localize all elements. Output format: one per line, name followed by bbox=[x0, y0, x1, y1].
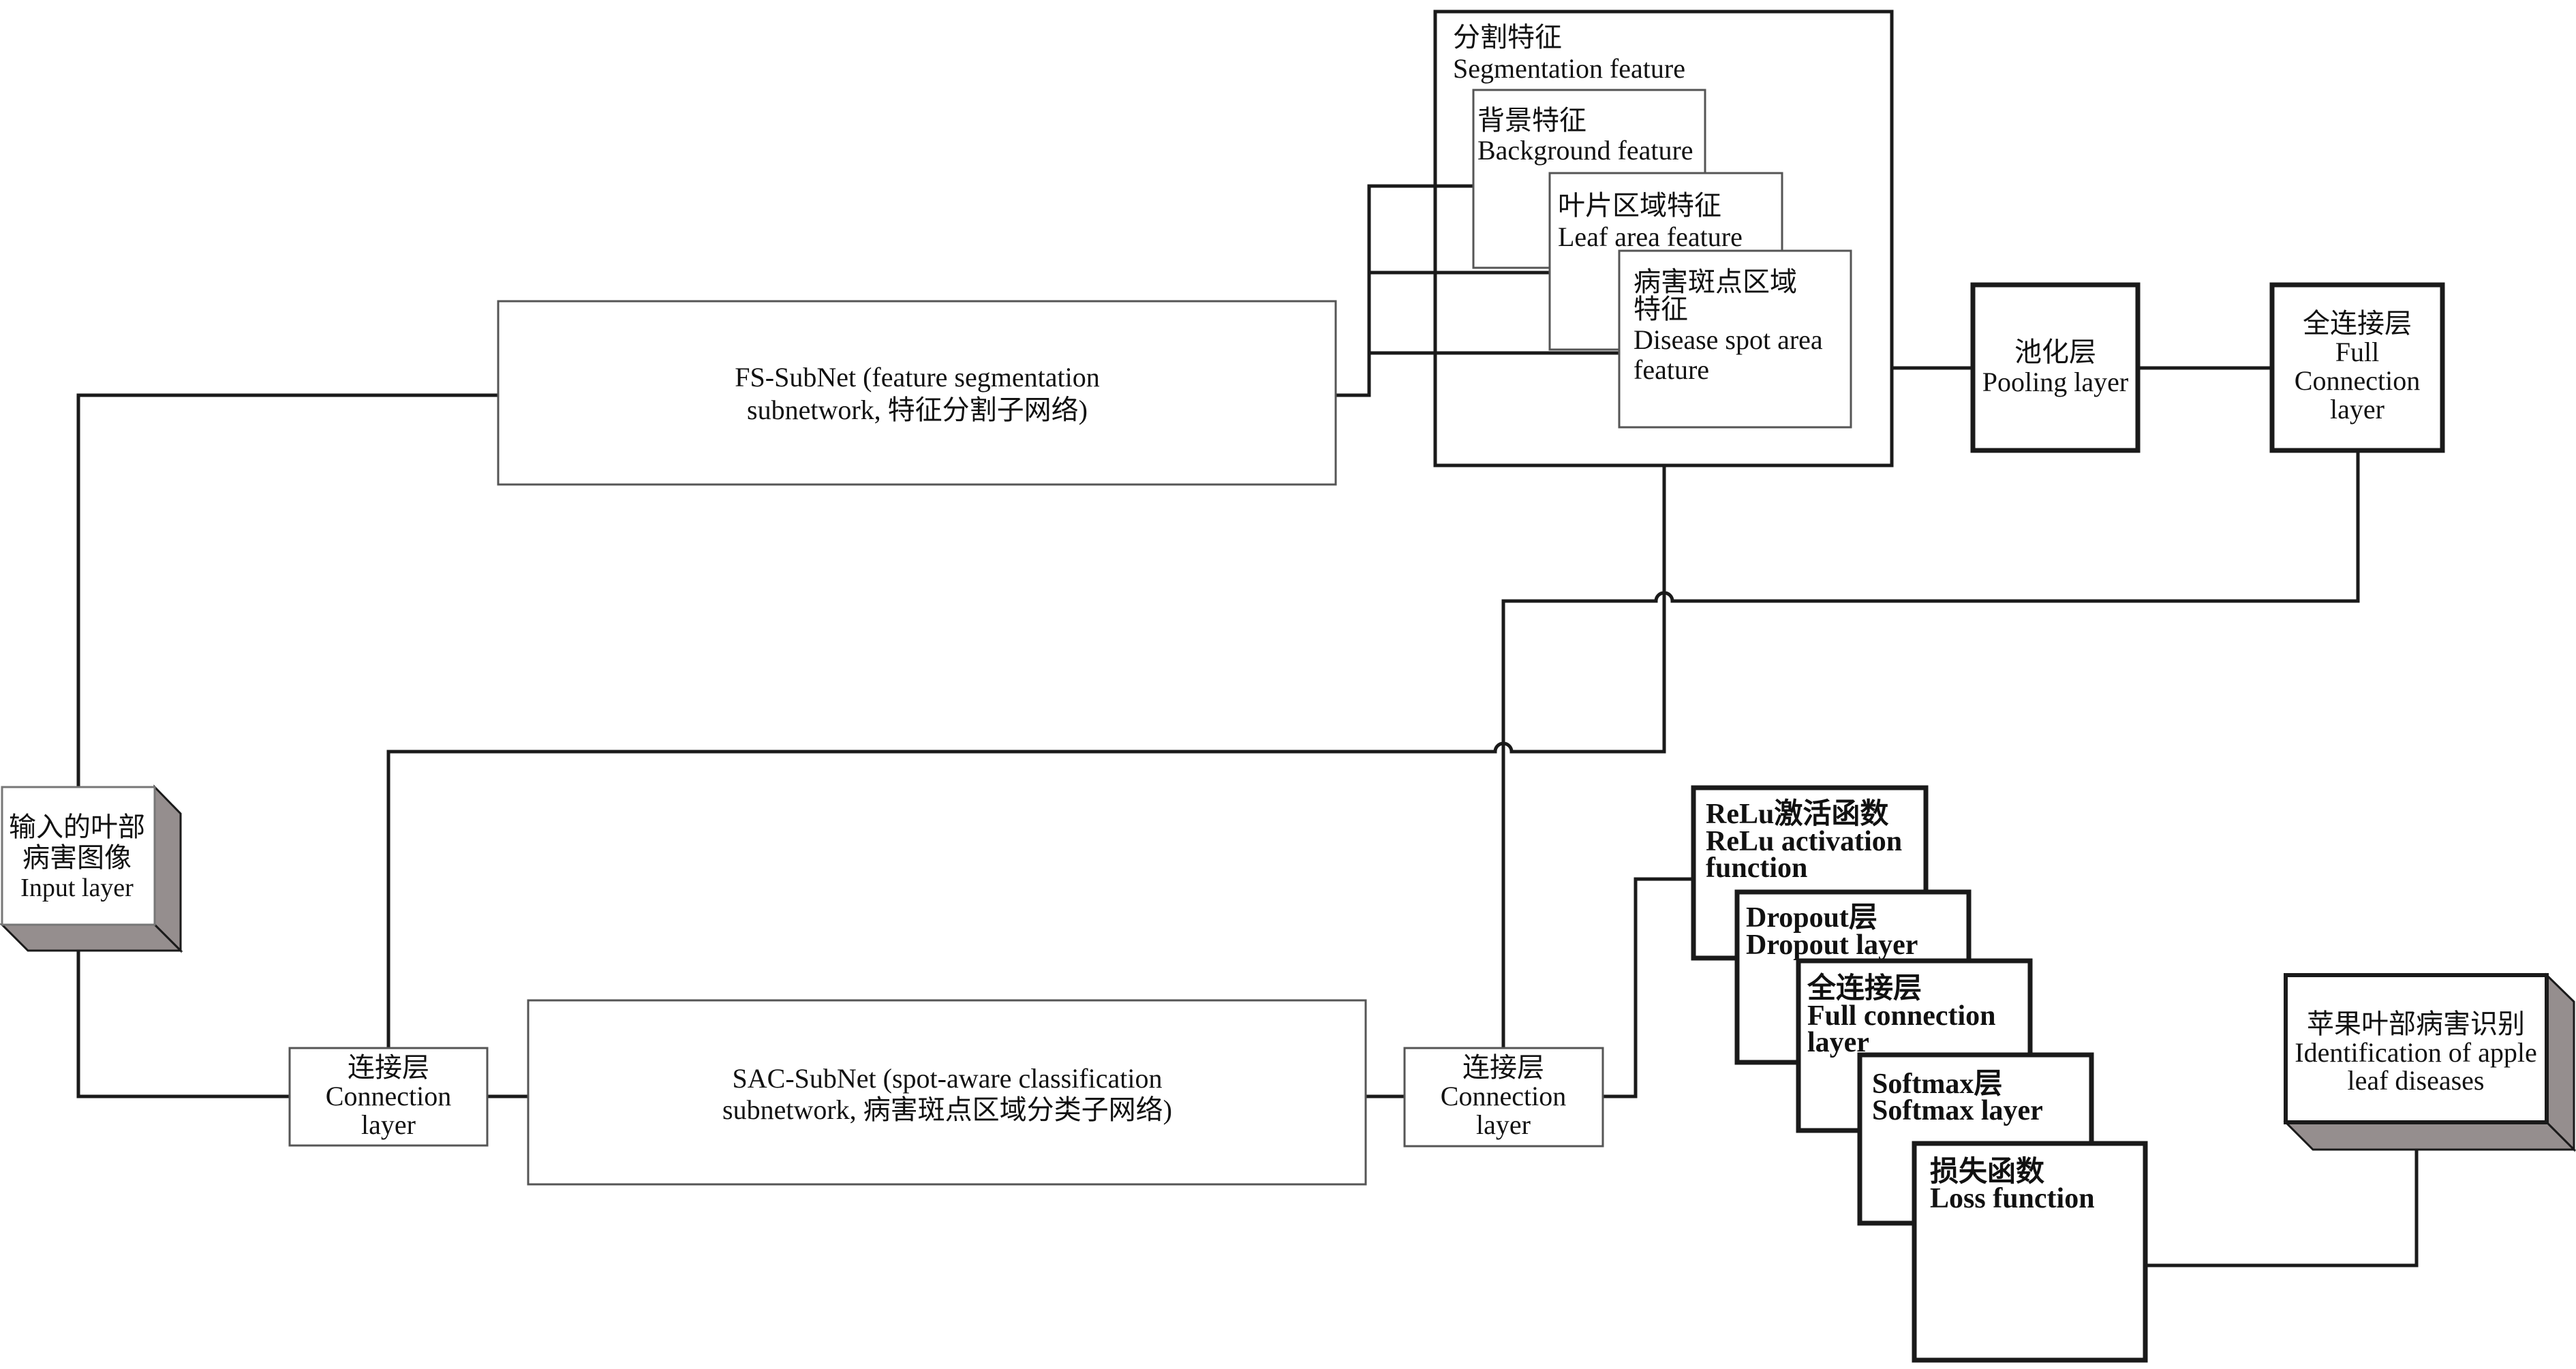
connection-layer-right-box: 连接层 Connection layer bbox=[1403, 1047, 1604, 1148]
conn-right-label-en2: layer bbox=[1476, 1109, 1531, 1140]
input-label-en: Input layer bbox=[20, 874, 134, 902]
fs-subnet-box: FS-SubNet (feature segmentation subnetwo… bbox=[497, 300, 1337, 486]
conn-right-label-zh: 连接层 bbox=[1462, 1052, 1544, 1083]
leaf-area-label-zh: 叶片区域特征 bbox=[1558, 190, 1721, 221]
relu-label-en2: function bbox=[1706, 852, 1807, 884]
connector-input-to-conn-left bbox=[76, 951, 290, 1098]
disease-spot-feature-box: 病害斑点区域 特征 Disease spot area feature bbox=[1618, 249, 1852, 429]
pooling-label-zh: 池化层 bbox=[2014, 337, 2096, 367]
disease-spot-label-zh1: 病害斑点区域 bbox=[1634, 266, 1797, 297]
loss-label-en: Loss function bbox=[1930, 1183, 2095, 1214]
relu-label-zh: ReLu激活函数 bbox=[1706, 798, 1888, 830]
loss-function-box: 损失函数 Loss function bbox=[1912, 1141, 2148, 1363]
connector-fs-to-bracket bbox=[1336, 184, 1473, 397]
fc-stack-label-zh: 全连接层 bbox=[1807, 972, 1922, 1004]
fc-stack-label-en1: Full connection bbox=[1807, 1000, 1996, 1032]
input-label-zh1: 输入的叶部 bbox=[9, 812, 145, 842]
connector-loss-to-output bbox=[2145, 1150, 2419, 1267]
output-identification-box: 苹果叶部病害识别 Identification of apple leaf di… bbox=[2283, 972, 2576, 1152]
disease-spot-label-en2: feature bbox=[1634, 354, 1709, 385]
input-layer-box: 输入的叶部 病害图像 Input layer bbox=[0, 784, 183, 953]
connector-input-to-fs bbox=[76, 393, 498, 790]
fc-top-label-en1: Full bbox=[2335, 337, 2379, 367]
input-label-zh2: 病害图像 bbox=[22, 842, 132, 873]
leaf-area-label-en: Leaf area feature bbox=[1558, 221, 1743, 252]
conn-right-label-en1: Connection bbox=[1441, 1081, 1566, 1111]
connection-layer-left-box: 连接层 Connection layer bbox=[288, 1047, 489, 1147]
softmax-label-zh: Softmax层 bbox=[1872, 1068, 2002, 1100]
conn-left-label-zh: 连接层 bbox=[348, 1052, 429, 1083]
fc-top-label-en2: Connection bbox=[2295, 365, 2420, 396]
segmentation-label-zh: 分割特征 bbox=[1453, 22, 1562, 52]
segmentation-feature-box: 分割特征 Segmentation feature bbox=[1433, 10, 1894, 467]
connector-conn-right-to-relu bbox=[1603, 877, 1693, 1098]
sac-subnet-label-1: SAC-SubNet (spot-aware classification bbox=[733, 1063, 1163, 1094]
dropout-label-zh: Dropout层 bbox=[1746, 902, 1877, 934]
fc-top-label-zh: 全连接层 bbox=[2303, 308, 2412, 339]
loss-label-zh: 损失函数 bbox=[1930, 1156, 2044, 1188]
full-connection-top-box: 全连接层 Full Connection layer bbox=[2269, 282, 2445, 453]
background-label-zh: 背景特征 bbox=[1477, 105, 1586, 136]
disease-spot-label-en1: Disease spot area bbox=[1634, 324, 1823, 355]
relu-label-en1: ReLu activation bbox=[1706, 826, 1902, 857]
output-label-en1: Identification of apple bbox=[2295, 1037, 2536, 1068]
segmentation-label-en: Segmentation feature bbox=[1453, 53, 1685, 84]
disease-spot-label-zh2: 特征 bbox=[1634, 294, 1688, 324]
connector-seg-to-conn-left bbox=[386, 465, 1666, 1048]
background-label-en: Background feature bbox=[1477, 135, 1693, 166]
fs-subnet-label-2: subnetwork, 特征分割子网络) bbox=[747, 395, 1088, 425]
fs-subnet-label-1: FS-SubNet (feature segmentation bbox=[735, 362, 1099, 393]
output-label-en2: leaf diseases bbox=[2347, 1065, 2484, 1096]
pooling-layer-box: 池化层 Pooling layer bbox=[1970, 282, 2141, 453]
conn-left-label-en1: Connection bbox=[326, 1081, 451, 1111]
sac-subnet-label-2: subnetwork, 病害斑点区域分类子网络) bbox=[722, 1094, 1172, 1125]
conn-left-label-en2: layer bbox=[361, 1109, 416, 1140]
dropout-label-en: Dropout layer bbox=[1746, 929, 1918, 961]
softmax-label-en: Softmax layer bbox=[1872, 1095, 2043, 1126]
output-label-zh: 苹果叶部病害识别 bbox=[2307, 1009, 2525, 1039]
fc-top-label-en3: layer bbox=[2330, 394, 2385, 425]
pooling-label-en: Pooling layer bbox=[1982, 367, 2128, 397]
sac-subnet-box: SAC-SubNet (spot-aware classification su… bbox=[527, 999, 1367, 1186]
